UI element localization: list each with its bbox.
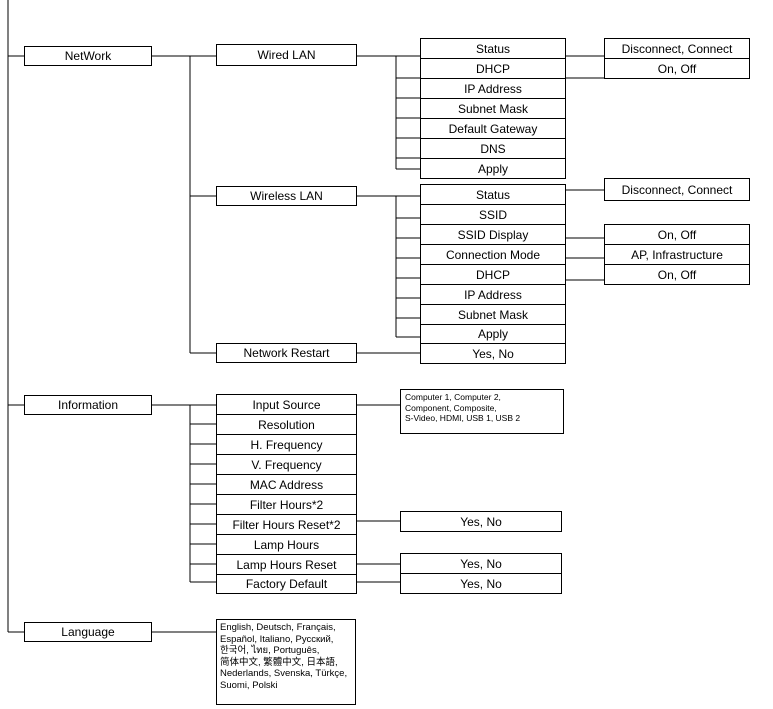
wired-dhcp[interactable]: DHCP (420, 58, 566, 79)
wireless-status-options: Disconnect, Connect (604, 178, 750, 201)
network-restart-options: Yes, No (420, 343, 566, 364)
info-lamp-hours-reset[interactable]: Lamp Hours Reset (216, 554, 357, 575)
wireless-ssid[interactable]: SSID (420, 204, 566, 225)
menu-language[interactable]: Language (24, 622, 152, 642)
input-source-options: Computer 1, Computer 2, Component, Compo… (400, 389, 564, 434)
lamp-hours-reset-options: Yes, No (400, 553, 562, 574)
info-input-source[interactable]: Input Source (216, 394, 357, 415)
info-filter-hours[interactable]: Filter Hours*2 (216, 494, 357, 515)
filter-hours-reset-options: Yes, No (400, 511, 562, 532)
info-factory-default[interactable]: Factory Default (216, 574, 357, 594)
wired-dhcp-options: On, Off (604, 58, 750, 79)
menu-wireless-lan[interactable]: Wireless LAN (216, 186, 357, 206)
wireless-connection-mode[interactable]: Connection Mode (420, 244, 566, 265)
wireless-dhcp-options: On, Off (604, 264, 750, 285)
wired-default-gateway[interactable]: Default Gateway (420, 118, 566, 139)
wireless-subnet-mask[interactable]: Subnet Mask (420, 304, 566, 325)
wireless-apply[interactable]: Apply (420, 324, 566, 344)
wireless-connection-mode-options: AP, Infrastructure (604, 244, 750, 265)
wired-dns[interactable]: DNS (420, 138, 566, 159)
info-v-frequency[interactable]: V. Frequency (216, 454, 357, 475)
info-h-frequency[interactable]: H. Frequency (216, 434, 357, 455)
wired-ip-address[interactable]: IP Address (420, 78, 566, 99)
menu-network-restart[interactable]: Network Restart (216, 343, 357, 363)
wireless-ssid-display-options: On, Off (604, 224, 750, 245)
factory-default-options: Yes, No (400, 573, 562, 594)
menu-wired-lan[interactable]: Wired LAN (216, 44, 357, 66)
menu-information[interactable]: Information (24, 395, 152, 415)
wireless-status[interactable]: Status (420, 184, 566, 205)
info-filter-hours-reset[interactable]: Filter Hours Reset*2 (216, 514, 357, 535)
wireless-ip-address[interactable]: IP Address (420, 284, 566, 305)
wired-status-options: Disconnect, Connect (604, 38, 750, 59)
wired-status[interactable]: Status (420, 38, 566, 59)
wireless-dhcp[interactable]: DHCP (420, 264, 566, 285)
language-options: English, Deutsch, Français, Español, Ita… (216, 619, 356, 705)
wireless-ssid-display[interactable]: SSID Display (420, 224, 566, 245)
menu-network[interactable]: NetWork (24, 46, 152, 66)
info-lamp-hours[interactable]: Lamp Hours (216, 534, 357, 555)
wired-subnet-mask[interactable]: Subnet Mask (420, 98, 566, 119)
info-mac-address[interactable]: MAC Address (216, 474, 357, 495)
wired-apply[interactable]: Apply (420, 158, 566, 179)
info-resolution[interactable]: Resolution (216, 414, 357, 435)
